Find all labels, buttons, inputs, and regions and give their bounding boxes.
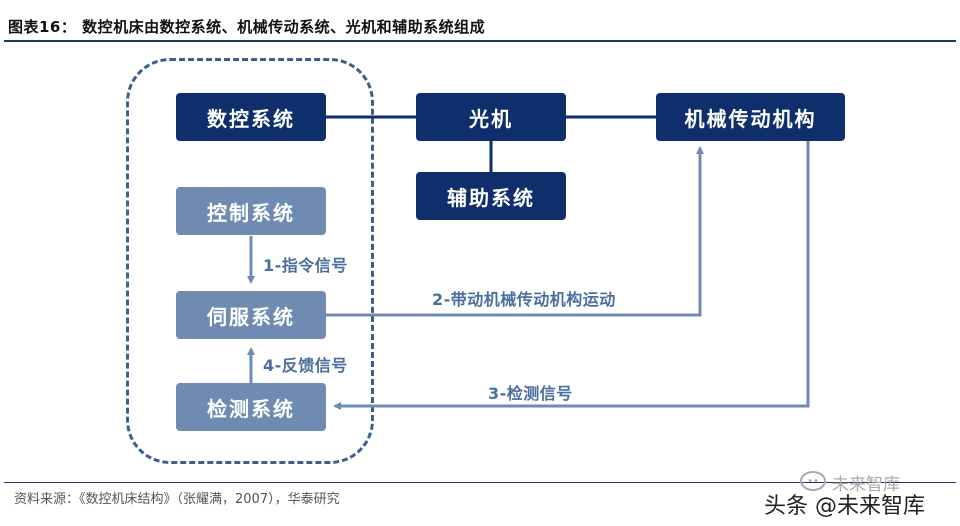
label-detection-signal: 3-检测信号 bbox=[488, 384, 573, 403]
title-rule bbox=[4, 40, 956, 42]
optical-machine-box: 光机 bbox=[416, 93, 566, 141]
auxiliary-system-box: 辅助系统 bbox=[416, 172, 566, 220]
watermark-small: 未来智库 bbox=[832, 475, 900, 495]
watermark-toutiao: 头条 @未来智库 bbox=[764, 494, 925, 519]
numerical-control-group-outline bbox=[126, 58, 374, 464]
mechanical-transmission-box: 机械传动机构 bbox=[656, 93, 845, 141]
arrow-detection-signal bbox=[333, 141, 810, 410]
source-note: 资料来源：《数控机床结构》（张耀满，2007），华泰研究 bbox=[14, 492, 340, 507]
servo-system-box: 伺服系统 bbox=[176, 291, 326, 339]
label-drive-motion: 2-带动机械传动机构运动 bbox=[432, 290, 616, 309]
cnc-system-box: 数控系统 bbox=[176, 93, 326, 141]
detection-system-box: 检测系统 bbox=[176, 383, 326, 431]
wechat-logo-icon: •• bbox=[800, 471, 826, 491]
control-system-box: 控制系统 bbox=[176, 187, 326, 235]
arrow-drive-motion bbox=[326, 146, 704, 317]
figure-title: 图表16： 数控机床由数控系统、机械传动系统、光机和辅助系统组成 bbox=[8, 18, 486, 36]
label-feedback-signal: 4-反馈信号 bbox=[263, 356, 348, 375]
source-rule bbox=[4, 482, 956, 483]
label-command-signal: 1-指令信号 bbox=[263, 256, 348, 275]
